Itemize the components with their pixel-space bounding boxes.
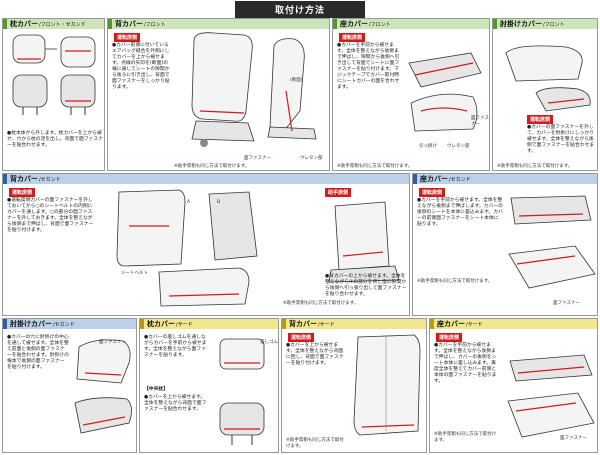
back-second-instructions: ●運転席側カバーの面ファスナーを外しておいてから○のシートベルトの内側にカバーを… — [7, 198, 94, 233]
seat-second-instructions: ●カバーを手前から被せます。全体を整えながら後側まで伸ばします。カバーの後側のシ… — [417, 198, 503, 227]
passenger-note: ※助手席側も同じ方法で取付けます。 — [283, 301, 359, 306]
back-seat-illustration — [191, 32, 317, 147]
panel-heading: 枕カバー/サード — [140, 319, 278, 329]
passenger-note: ※助手席側も同じ方法で取付けます。 — [286, 438, 344, 449]
panel-heading: 座カバー/フロント — [333, 19, 489, 29]
panel-heading: 背カバー/フロント — [108, 19, 329, 29]
panel-head-third: 枕カバー/サード ●カバーの差しゴムを通しながらカバーを手前から被せます。全体を… — [139, 318, 279, 453]
page-title-bar: 取付け方法 — [0, 0, 600, 18]
armrest-second-illustration — [74, 339, 132, 434]
panel-armrest-second: 肘掛けカバー/セカンド ●カバーの穴に肘掛けの中心を通して被せます。全体を整え前… — [2, 318, 137, 453]
passenger-note: ※助手席側も同じ方法で取付けます。 — [497, 164, 573, 169]
passenger-back-instructions: ●背カバーの上から被せます。全体を整えながら④の部分を背と座の隙間から後側へ引っ… — [325, 274, 407, 297]
panel-seat-second: 座カバー/セカンド 運転席側 ●カバーを手前から被せます。全体を整えながら後側ま… — [412, 173, 598, 316]
label-a: A — [187, 200, 191, 205]
back-front-instructions: ●カバー前側に付いているエアバッグ縫合を外側にしてカバーを上から被せます。点線の… — [112, 43, 170, 90]
armrest-second-instructions: ●カバーの穴に肘掛けの中心を通して被せます。全体を整え前面と後側の面ファスナーを… — [7, 335, 69, 370]
urethane-label: ウレタン部 — [300, 156, 323, 161]
back-third-instructions: ●カバーを上から被せます。全体を整えながら背面に回し、背面で面ファスナーを貼り付… — [286, 343, 344, 366]
panel-back-front: 背カバー/フロント 運転席側 ●カバー前側に付いているエアバッグ縫合を外側にして… — [107, 18, 330, 171]
label-b: B — [217, 200, 221, 205]
panel-heading: 座カバー/セカンド — [413, 174, 597, 184]
panel-heading: 肘掛けカバー/フロント — [493, 19, 597, 29]
driver-side-badge: 運転席側 — [288, 333, 315, 342]
head-third-instructions: ●カバーの差しゴムを通しながらカバーを手前から被せます。全体を整えながら面ファス… — [144, 335, 207, 358]
armrest-illustration — [505, 45, 591, 112]
panel-heading: 座カバー/サード — [430, 319, 597, 329]
rubber-label: 差しゴム — [260, 340, 278, 345]
armrest-front-instructions: ●カバーの面ファスナーを外して、カバーを肘掛けにしっかり被せます。全体を整えなが… — [527, 125, 595, 154]
driver-side-badge: 運転席側 — [436, 333, 463, 342]
fastener-label: 面ファスナー — [99, 340, 126, 345]
passenger-note: ※助手席側も同じ方法で取付けます。 — [174, 164, 250, 169]
panel-heading: 背カバー/セカンド — [3, 174, 409, 184]
center-headrest-instructions: ●カバーを上から被せます。全体を整えながら背面で面ファスナーを貼合わせます。 — [144, 395, 207, 412]
seat-front-illustration — [408, 52, 482, 132]
urethane-label: ウレタン部 — [447, 144, 470, 149]
passenger-back-illustration — [328, 201, 400, 283]
driver-side-badge: 運転席側 — [419, 188, 446, 197]
seat-third-illustration — [507, 354, 595, 438]
fastener-label: 面ファスナー — [553, 301, 580, 306]
panel-seat-front: 座カバー/フロント 運転席側 ●カバーを手前から被せます。全体を整えながら後側ま… — [332, 18, 490, 171]
fastener-label: 面ファスナー — [471, 116, 489, 127]
page-title: 取付け方法 — [234, 1, 365, 18]
driver-side-badge: 運転席側 — [339, 33, 366, 42]
passenger-note: ※助手席側も同じ方法で取付けます。 — [417, 279, 493, 284]
panel-back-third: 背カバー/サード 運転席側 ●カバーを上から被せます。全体を整えながら背面に回し… — [281, 318, 427, 453]
hook-label: 引っ掛け — [419, 144, 437, 149]
panel-heading: 枕カバー/フロント・セカンド — [3, 19, 104, 29]
passenger-note: ※助手席側も同じ方法で取付けます。 — [337, 164, 413, 169]
fastener-label: 面ファスナー — [244, 156, 271, 161]
panel-armrest-front: 肘掛けカバー/フロント 運転席側 ●カバーの面ファスナーを外して、カバーを肘掛け… — [492, 18, 598, 171]
panel-back-second: 背カバー/セカンド 運転席側 ●運転席側カバーの面ファスナーを外しておいてから○… — [2, 173, 410, 316]
driver-side-badge: 運転席側 — [527, 115, 554, 124]
panel-heading: 背カバー/サード — [282, 319, 426, 329]
driver-side-badge: 運転席側 — [9, 188, 36, 197]
passenger-side-badge: 助手席側 — [325, 188, 352, 197]
driver-side-badge: 運転席側 — [114, 33, 141, 42]
head-third-illustration — [219, 338, 265, 445]
seat-second-illustration — [508, 195, 596, 289]
fastener-label: 面ファスナー — [560, 436, 587, 441]
cross-section-label: (断面) — [290, 78, 303, 83]
passenger-note: ※助手席側も同じ方法で取付けます。 — [434, 432, 497, 443]
back-third-illustration — [353, 334, 421, 436]
panel-heading: 肘掛けカバー/セカンド — [3, 319, 136, 329]
center-headrest-heading: 【中央枕】 — [144, 387, 168, 392]
head-front-instructions: ●枕本体から外します。枕カバーを上から被せ、穴から枕の足を出し、背面で面ファスナ… — [7, 131, 103, 148]
seat-front-instructions: ●カバーを手前から被せます。全体を整えながら後側まで伸ばし、隙間から後側へ引き出… — [337, 43, 400, 90]
seat-third-instructions: ●カバーを手前から被せます。全体を整えながら後側まで伸ばし、カバーの後側をシート… — [434, 343, 497, 384]
panel-head-front: 枕カバー/フロント・セカンド ●枕本体から外します。枕カバーを上から被せ、穴から… — [2, 18, 105, 171]
seatbelt-label: シートベルト — [121, 271, 148, 276]
headrest-illustration — [12, 34, 96, 115]
panel-seat-third: 座カバー/サード 運転席側 ●カバーを手前から被せます。全体を整えながら後側まで… — [429, 318, 598, 453]
back-second-illustration — [116, 189, 258, 307]
